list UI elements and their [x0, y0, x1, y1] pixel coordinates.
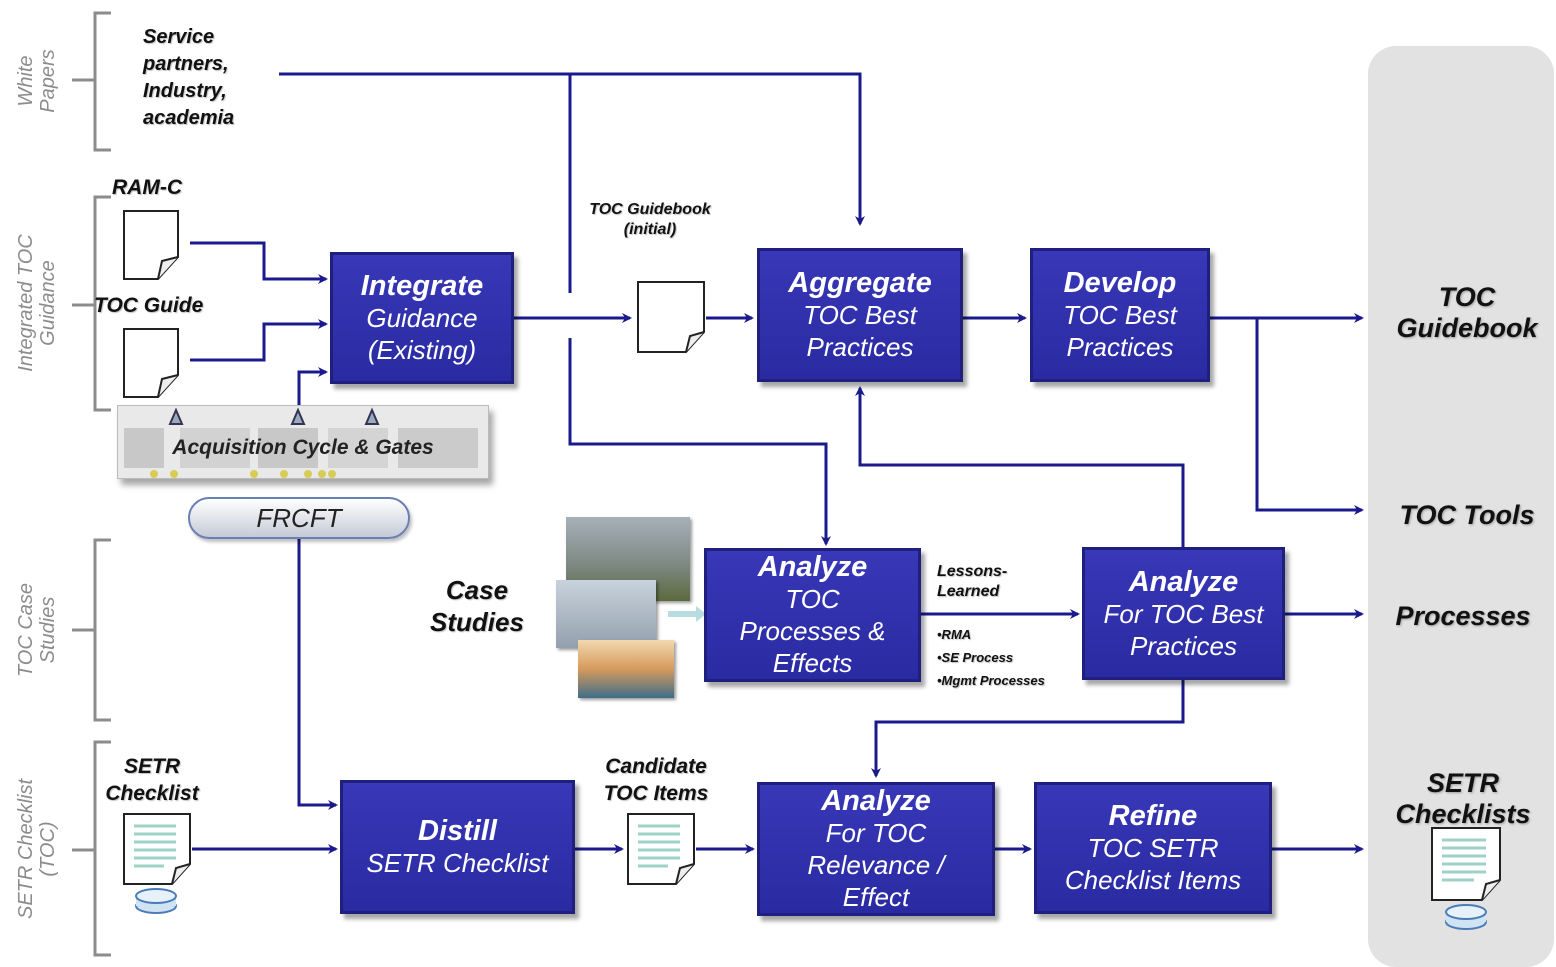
analyze-relevance-box: Analyze For TOC Relevance / Effect [757, 782, 995, 916]
candidate-document-icon [624, 810, 700, 895]
arrow-best-relevance [871, 680, 1185, 778]
arrow-ramc-integrate [190, 241, 328, 284]
analyze-processes-title: Analyze [757, 551, 868, 583]
output-toc-guidebook: TOC Guidebook [1396, 282, 1538, 343]
aircraft-photo [578, 640, 674, 698]
arrow-whitepapers-aggregate [279, 72, 865, 226]
integrate-title: Integrate [360, 270, 484, 302]
arrow-develop-tools [1255, 318, 1364, 515]
bracket-lines [72, 11, 111, 957]
candidate-toc-items-label: Candidate TOC Items [603, 755, 709, 805]
bracket-label-setr: SETR Checklist (TOC) [15, 778, 59, 920]
ram-c-document-icon [120, 207, 186, 288]
case-studies-label: Case Studies [430, 575, 524, 637]
analyze-processes-box: Analyze TOC Processes & Effects [704, 548, 921, 682]
arrow-frcft-distill [297, 538, 338, 810]
aggregate-box: Aggregate TOC Best Practices [757, 248, 963, 382]
bracket-label-case-studies: TOC Case Studies [15, 582, 59, 678]
setr-checklist-document-icon [120, 810, 196, 925]
arrow-to-analyze-processes [568, 338, 831, 546]
analyze-processes-subtitle: TOC Processes & Effects [739, 584, 886, 678]
integrate-box: Integrate Guidance (Existing) [330, 252, 514, 384]
refine-title: Refine [1108, 800, 1198, 832]
acquisition-cycle-graphic: Acquisition Cycle & Gates [117, 405, 489, 479]
toc-guide-document-icon [120, 325, 186, 406]
lesson-item-mgmt-processes: •Mgmt Processes [937, 673, 1045, 688]
output-panel [1368, 46, 1554, 967]
arrow-acq-integrate [297, 367, 328, 405]
analyze-relevance-subtitle: For TOC Relevance / Effect [807, 818, 945, 912]
setr-checklist-label: SETR Checklist [105, 755, 199, 805]
ram-c-label: RAM-C [112, 176, 182, 199]
analyze-best-subtitle: For TOC Best Practices [1103, 598, 1264, 661]
frcft-pill: FRCFT [188, 497, 410, 539]
develop-box: Develop TOC Best Practices [1030, 248, 1210, 382]
analyze-best-box: Analyze For TOC Best Practices [1082, 547, 1285, 680]
arrow-tocguide-integrate [190, 319, 328, 362]
bracket-label-integrated: Integrated TOC Guidance [15, 234, 59, 372]
develop-title: Develop [1063, 267, 1177, 299]
tiltrotor-photo [556, 580, 656, 648]
acquisition-cycle-label: Acquisition Cycle & Gates [172, 436, 434, 459]
distill-box: Distill SETR Checklist [340, 780, 575, 914]
guidebook-initial-document-icon [634, 278, 710, 361]
arrow-feedback-aggregate [855, 386, 1185, 547]
integrate-subtitle: Guidance (Existing) [366, 303, 478, 365]
bracket-label-white-papers: White Papers [15, 49, 59, 113]
output-processes: Processes [1395, 601, 1531, 631]
lessons-learned-label: Lessons- Learned [937, 563, 1008, 600]
distill-subtitle: SETR Checklist [366, 848, 549, 878]
toc-guidebook-initial-label: TOC Guidebook (initial) [589, 201, 711, 238]
service-partners-label: Service partners, Industry, academia [143, 26, 235, 129]
output-toc-tools: TOC Tools [1399, 500, 1535, 530]
analyze-relevance-title: Analyze [821, 785, 931, 817]
refine-subtitle: TOC SETR Checklist Items [1064, 833, 1242, 895]
analyze-best-title: Analyze [1128, 565, 1239, 598]
distill-title: Distill [418, 815, 497, 847]
refine-box: Refine TOC SETR Checklist Items [1034, 782, 1272, 914]
develop-subtitle: TOC Best Practices [1063, 300, 1177, 362]
output-setr-checklists: SETR Checklists [1395, 768, 1531, 829]
aggregate-title: Aggregate [788, 267, 932, 299]
toc-guide-label: TOC Guide [94, 294, 204, 317]
aggregate-subtitle: TOC Best Practices [803, 300, 917, 362]
setr-checklists-output-icon [1428, 824, 1508, 941]
lesson-item-se-process: •SE Process [937, 650, 1014, 665]
lesson-item-rma: •RMA [937, 627, 972, 642]
